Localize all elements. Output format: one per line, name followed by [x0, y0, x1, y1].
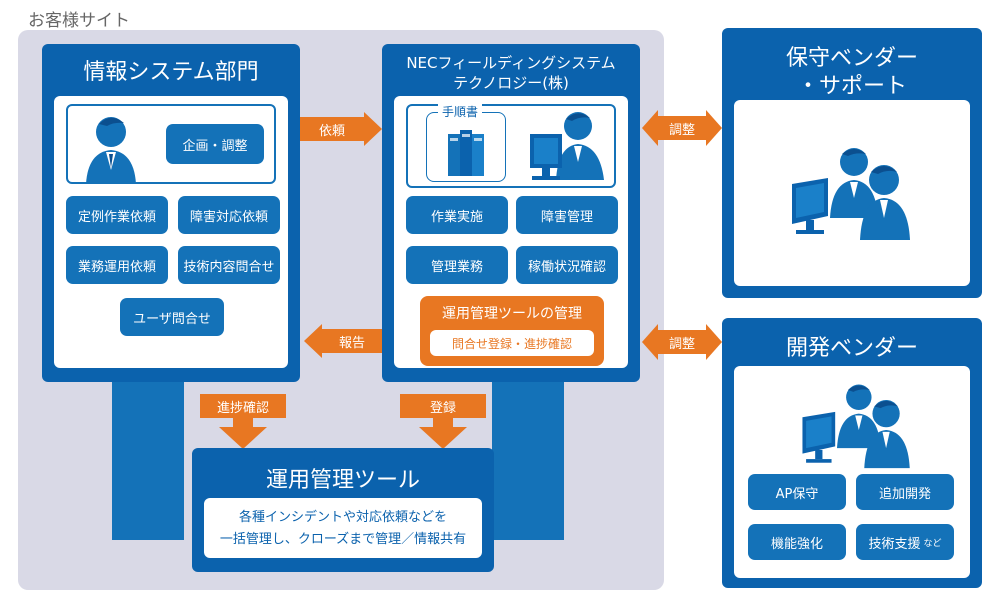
arrow-right-icon [706, 110, 722, 146]
routine-work-request[interactable]: 定例作業依頼 [66, 196, 168, 234]
tool-management-title: 運用管理ツールの管理 [442, 306, 582, 322]
technical-support-label: 技術支援 [868, 536, 921, 552]
inquiry-register-progress[interactable]: 問合せ登録・進捗確認 [430, 330, 594, 356]
progress-arrow: 進捗確認 [200, 394, 286, 450]
operation-tool-desc-line1: 各種インシデントや対応依頼などを [238, 510, 447, 525]
work-execution[interactable]: 作業実施 [406, 196, 508, 234]
arrow-left-icon [642, 324, 658, 360]
ap-maintenance[interactable]: AP保守 [748, 474, 846, 510]
progress-arrow-shaft [233, 418, 253, 428]
operations-request[interactable]: 業務運用依頼 [66, 246, 168, 284]
left-connector [112, 380, 184, 540]
manual-label: 手順書 [438, 103, 483, 120]
additional-development[interactable]: 追加開発 [856, 474, 954, 510]
user-inquiry[interactable]: ユーザ問合せ [120, 298, 224, 336]
maintenance-vendor-title-line2: ・サポート [796, 74, 907, 99]
technical-support[interactable]: 技術支援 など [856, 524, 954, 560]
adjust-label-maintenance: 調整 [658, 116, 706, 140]
request-arrow: 依頼 [300, 112, 382, 146]
maintenance-vendor-title-line1: 保守ベンダー [785, 46, 918, 71]
arrow-down-icon [219, 427, 267, 449]
info-system-dept-title: 情報システム部門 [83, 60, 259, 85]
fault-response-request[interactable]: 障害対応依頼 [178, 196, 280, 234]
nec-title-line1: NECフィールディングシステム [406, 54, 616, 72]
right-connector [492, 380, 564, 540]
register-arrow: 登録 [400, 394, 486, 450]
report-arrow: 報告 [304, 324, 382, 358]
adjust-arrow-maintenance: 調整 [642, 110, 722, 146]
register-arrow-label: 登録 [400, 394, 486, 418]
person-at-computer-icon [530, 112, 604, 180]
operation-status-check[interactable]: 稼働状況確認 [516, 246, 618, 284]
arrow-right-icon [706, 324, 722, 360]
two-people-at-computer-icon [792, 148, 910, 240]
operation-tool-title: 運用管理ツール [265, 468, 420, 493]
manual-binders-icon [448, 130, 484, 176]
adjust-label-development: 調整 [658, 330, 706, 354]
fault-management[interactable]: 障害管理 [516, 196, 618, 234]
customer-site-label: お客様サイト [28, 11, 130, 31]
etc-suffix: など [923, 538, 942, 549]
nec-title-line2: テクノロジー(株) [453, 74, 569, 92]
arrow-left-icon [304, 324, 322, 358]
operation-tool-desc-line2: 一括管理し、クローズまで管理／情報共有 [219, 532, 467, 547]
request-arrow-label: 依頼 [300, 117, 364, 141]
function-enhancement[interactable]: 機能強化 [748, 524, 846, 560]
progress-arrow-label: 進捗確認 [200, 394, 286, 418]
tool-management-box: 運用管理ツールの管理 問合せ登録・進捗確認 [420, 296, 604, 366]
adjust-arrow-development: 調整 [642, 324, 722, 360]
register-arrow-shaft [433, 418, 453, 428]
arrow-down-icon [419, 427, 467, 449]
planning-adjust-button[interactable]: 企画・調整 [166, 124, 264, 164]
arrow-left-icon [642, 110, 658, 146]
operation-tool-desc-box [204, 498, 482, 558]
person-icon [86, 117, 136, 184]
admin-work[interactable]: 管理業務 [406, 246, 508, 284]
arrow-right-icon [364, 112, 382, 146]
two-people-at-computer-icon [802, 384, 910, 469]
development-vendor-title: 開発ベンダー [785, 336, 918, 361]
report-arrow-label: 報告 [322, 329, 382, 353]
technical-inquiry[interactable]: 技術内容問合せ [178, 246, 280, 284]
operation-tool-panel: 運用管理ツール 各種インシデントや対応依頼などを 一括管理し、クローズまで管理／… [192, 448, 494, 572]
maintenance-vendor-panel: 保守ベンダー ・サポート [722, 28, 982, 298]
